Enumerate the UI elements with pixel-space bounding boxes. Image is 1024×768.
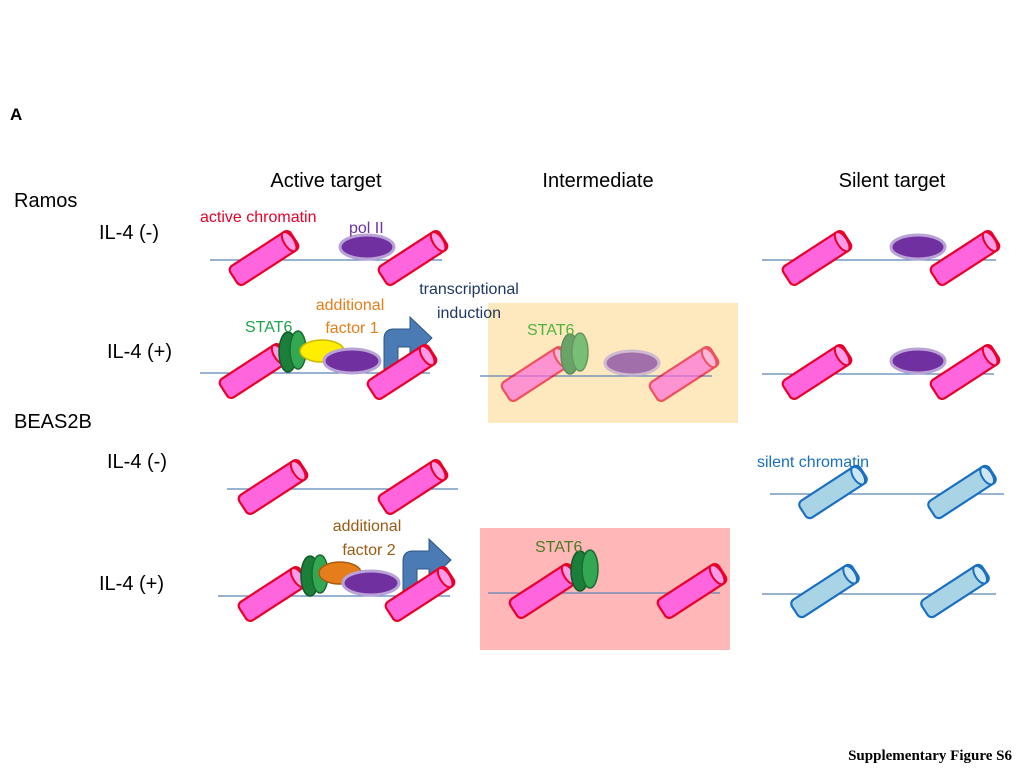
label-additional-factor-1-line1: additional	[316, 297, 385, 314]
silent-nucleosome	[796, 462, 870, 522]
label-pol2: pol II	[349, 220, 384, 237]
condition-beas2b-minus: IL-4 (-)	[107, 451, 167, 473]
cell-line-ramos: Ramos	[14, 190, 77, 212]
pol2	[322, 347, 382, 375]
stat6-dimer	[560, 332, 589, 375]
column-header-active: Active target	[270, 170, 382, 192]
active-nucleosome	[927, 342, 1003, 402]
silent-nucleosome	[788, 561, 862, 621]
cell-line-beas2b: BEAS2B	[14, 411, 92, 433]
pol2	[889, 347, 947, 375]
active-nucleosome	[235, 457, 311, 517]
active-nucleosome	[226, 228, 302, 288]
pol2	[338, 233, 396, 261]
silent-nucleosome	[918, 561, 992, 621]
panel-label: A	[10, 105, 22, 124]
label-stat6: STAT6	[245, 319, 293, 336]
label-active-chromatin: active chromatin	[200, 209, 317, 226]
label-transcriptional-induction-line2: induction	[437, 305, 501, 322]
column-header-silent: Silent target	[839, 170, 946, 192]
label-transcriptional-induction-line1: transcriptional	[419, 281, 519, 298]
pol2	[603, 349, 661, 377]
label-additional-factor-1-line2: factor 1	[325, 320, 378, 337]
silent-nucleosome	[925, 462, 999, 522]
active-nucleosome	[375, 457, 451, 517]
condition-ramos-plus: IL-4 (+)	[107, 341, 172, 363]
label-additional-factor-2-line2: factor 2	[342, 542, 395, 559]
active-nucleosome	[779, 342, 855, 402]
figure-caption: Supplementary Figure S6	[848, 748, 1012, 764]
condition-beas2b-plus: IL-4 (+)	[99, 573, 164, 595]
label-stat6-intermediate: STAT6	[527, 322, 575, 339]
label-stat6-beas2b-intermediate: STAT6	[535, 539, 583, 556]
active-nucleosome	[235, 564, 311, 624]
pol2	[889, 233, 947, 261]
condition-ramos-minus: IL-4 (-)	[99, 222, 159, 244]
intermediate-ramos-components	[498, 332, 722, 404]
pol2	[341, 569, 401, 597]
active-nucleosome	[364, 342, 440, 402]
stat6-dimer	[570, 549, 599, 592]
active-nucleosome	[779, 228, 855, 288]
column-header-intermediate: Intermediate	[542, 170, 653, 192]
active-nucleosome	[927, 228, 1003, 288]
active-nucleosome	[382, 564, 458, 624]
label-silent-chromatin: silent chromatin	[757, 454, 869, 471]
label-additional-factor-2-line1: additional	[333, 518, 402, 535]
